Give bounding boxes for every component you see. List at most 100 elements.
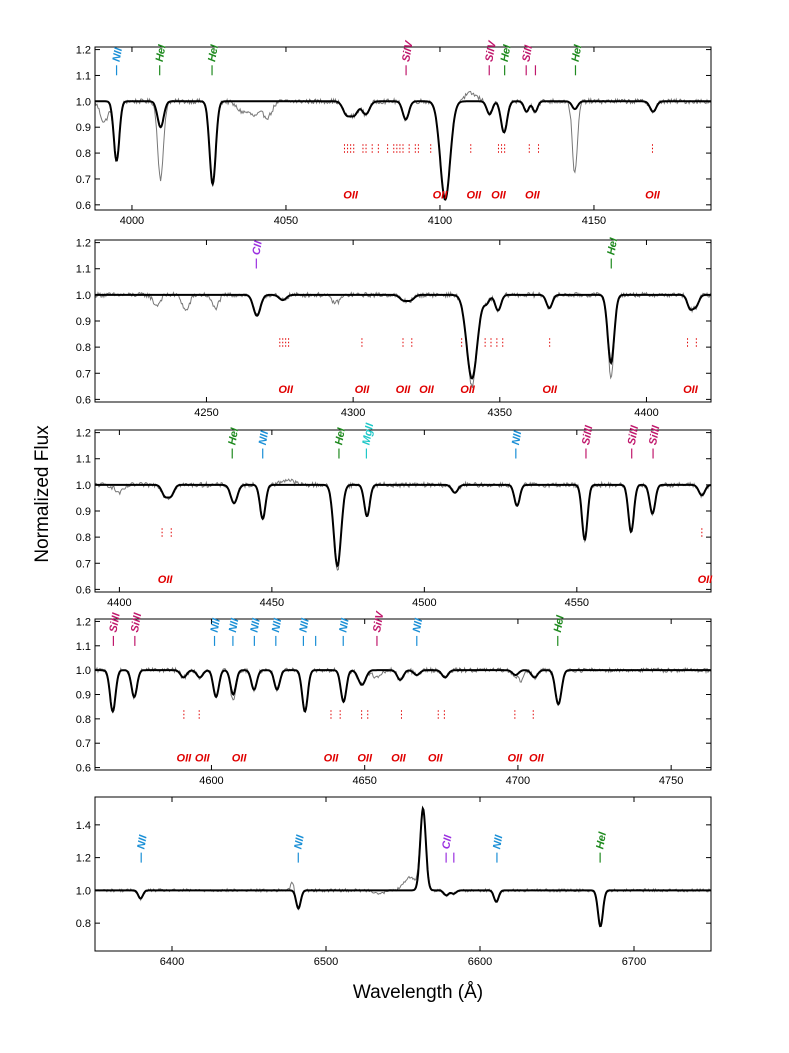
model-spectrum [95, 293, 711, 380]
x-tick-label: 6600 [468, 956, 492, 968]
observed-spectrum [95, 806, 711, 927]
y-tick-label: 0.7 [76, 738, 91, 750]
oii-label: OII [683, 384, 699, 396]
plot-frame [94, 239, 712, 403]
y-tick-label: 1.1 [76, 70, 91, 82]
oii-label: OII [419, 384, 435, 396]
x-tick-label: 6400 [160, 956, 184, 968]
x-tick-label: 4700 [506, 775, 530, 787]
oii-label: OII [391, 752, 407, 764]
y-tick-label: 0.6 [76, 584, 91, 596]
ion-label: SiIV [400, 39, 416, 63]
ion-label: HeI [206, 43, 221, 63]
ion-label: HeI [226, 426, 241, 446]
ion-label: NII [209, 617, 223, 634]
oii-label: OII [177, 752, 193, 764]
ion-label: NII [270, 617, 284, 634]
oii-label: OII [467, 189, 483, 201]
y-tick-label: 1.0 [76, 290, 91, 302]
ion-label: SiIII [108, 611, 123, 633]
ion-label: NII [248, 617, 262, 634]
y-tick-label: 1.1 [76, 264, 91, 276]
x-tick-label: 4000 [120, 215, 144, 227]
x-tick-label: 4600 [199, 775, 223, 787]
y-tick-label: 1.1 [76, 641, 91, 653]
y-tick-label: 1.0 [76, 96, 91, 108]
ion-label: SiII [520, 44, 535, 63]
y-tick-label: 0.6 [76, 200, 91, 212]
observed-spectrum [95, 478, 711, 571]
oii-label: OII [343, 189, 359, 201]
oii-label: OII [698, 574, 714, 586]
oii-label: OII [355, 384, 371, 396]
x-tick-label: 4650 [352, 775, 376, 787]
oii-label: OII [542, 384, 558, 396]
ion-label: HeI [570, 43, 585, 63]
plot-frame [94, 618, 712, 771]
x-tick-label: 4550 [565, 597, 589, 609]
ion-label: NII [337, 617, 351, 634]
model-spectrum [95, 669, 711, 714]
y-tick-label: 0.9 [76, 316, 91, 328]
y-tick-label: 1.4 [76, 820, 91, 832]
ion-label: SiIII [580, 424, 595, 446]
observed-spectrum [95, 290, 711, 388]
ion-label: SiIII [626, 424, 641, 446]
ion-label: HeI [499, 43, 514, 63]
oii-label: OII [357, 752, 373, 764]
ion-label: NII [510, 429, 524, 446]
x-tick-label: 4450 [260, 597, 284, 609]
x-tick-label: 4050 [274, 215, 298, 227]
ion-label: SiIV [483, 39, 499, 63]
y-tick-label: 0.7 [76, 368, 91, 380]
ion-label: HeI [594, 830, 609, 850]
y-tick-label: 0.7 [76, 558, 91, 570]
ion-label: MgII [361, 421, 377, 446]
oii-label: OII [195, 752, 211, 764]
y-tick-label: 0.6 [76, 763, 91, 775]
y-tick-label: 1.2 [76, 238, 91, 250]
x-tick-label: 4100 [428, 215, 452, 227]
oii-label: OII [460, 384, 476, 396]
oii-label: OII [525, 189, 541, 201]
ion-label: NII [292, 833, 306, 850]
y-tick-label: 1.2 [76, 616, 91, 628]
ion-label: SiIII [129, 611, 144, 633]
ion-label: CII [440, 833, 454, 850]
x-tick-label: 4300 [341, 407, 365, 419]
ion-label: SiIV [371, 609, 387, 633]
x-tick-label: 4400 [634, 407, 658, 419]
y-tick-label: 0.8 [76, 918, 91, 930]
y-tick-label: 1.2 [76, 428, 91, 440]
y-tick-label: 1.2 [76, 45, 91, 57]
oii-label: OII [645, 189, 661, 201]
y-tick-label: 0.7 [76, 174, 91, 186]
oii-label: OII [491, 189, 507, 201]
ion-label: NII [227, 617, 241, 634]
plot-frame [94, 796, 712, 952]
y-tick-label: 0.8 [76, 342, 91, 354]
oii-label: OII [529, 752, 545, 764]
y-tick-label: 0.8 [76, 532, 91, 544]
y-tick-label: 0.9 [76, 690, 91, 702]
ion-label: CII [250, 239, 264, 256]
ion-label: HeI [605, 236, 620, 256]
ion-label: SiIII [647, 424, 662, 446]
x-tick-label: 4400 [107, 597, 131, 609]
oii-label: OII [396, 384, 412, 396]
y-tick-label: 0.9 [76, 506, 91, 518]
x-tick-label: 6700 [622, 956, 646, 968]
y-tick-label: 0.8 [76, 148, 91, 160]
x-tick-label: 4500 [412, 597, 436, 609]
oii-label: OII [232, 752, 248, 764]
ion-label: NII [411, 617, 425, 634]
y-tick-label: 1.0 [76, 665, 91, 677]
y-tick-label: 0.8 [76, 714, 91, 726]
y-tick-label: 1.0 [76, 480, 91, 492]
y-tick-label: 1.1 [76, 454, 91, 466]
